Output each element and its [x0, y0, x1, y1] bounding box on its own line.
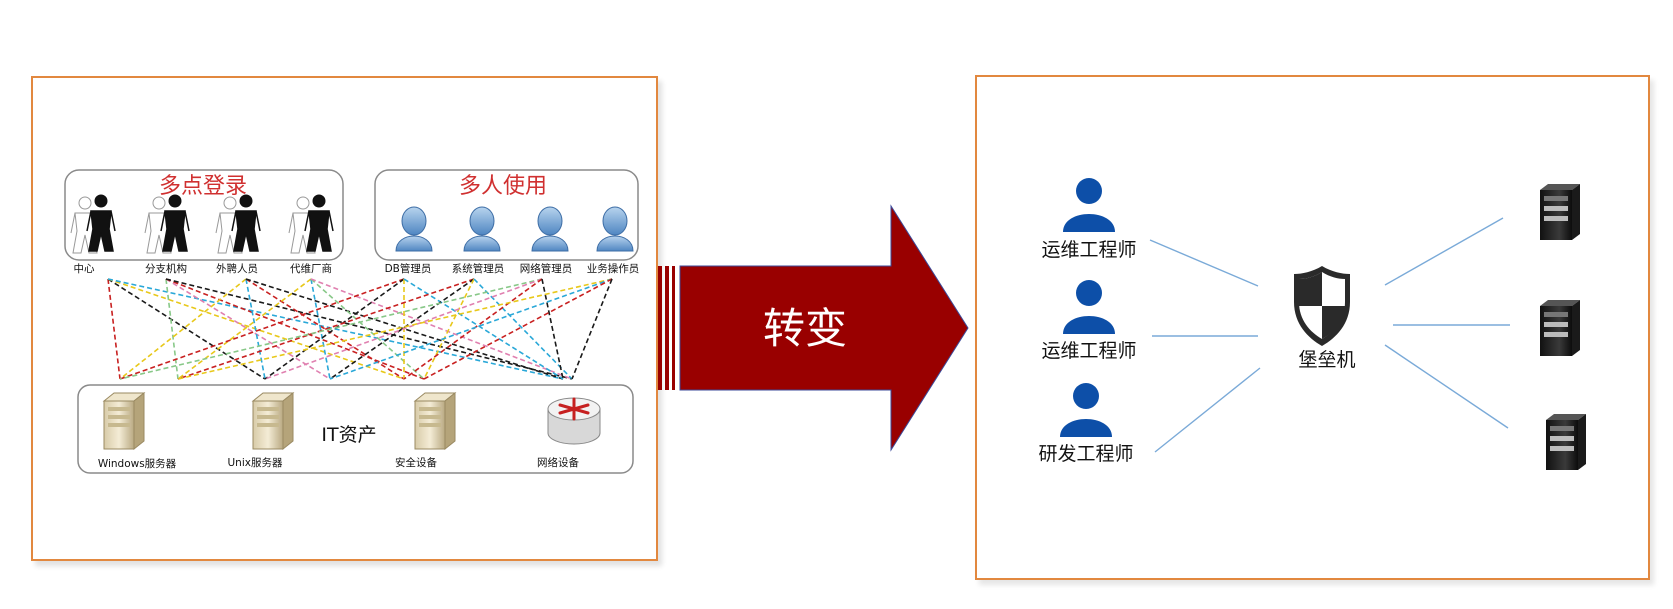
person-icon: [304, 194, 334, 252]
asset-label-3: 网络设备: [537, 456, 579, 469]
dashed-link: [264, 278, 543, 380]
dashed-link: [245, 278, 266, 380]
dashed-link: [423, 278, 613, 380]
dashed-link: [245, 278, 564, 380]
dashed-link: [403, 278, 564, 380]
db-user-icon: [395, 206, 433, 252]
transform-arrow: 转变: [658, 204, 969, 452]
asset-label-2: 安全设备: [395, 456, 437, 469]
dashed-link: [165, 278, 179, 380]
blue-user-group: [395, 206, 634, 252]
asset-title: IT资产: [321, 424, 376, 446]
dashed-link: [473, 278, 573, 380]
user-label-1: 分支机构: [145, 262, 187, 275]
bastion-links: [1149, 217, 1510, 453]
shield-icon: [1294, 266, 1350, 346]
dashed-connections: [107, 278, 613, 380]
asset-label-0: Windows服务器: [98, 457, 177, 470]
user-label-0: 中心: [74, 262, 95, 275]
server-icon: [1540, 184, 1580, 240]
dashed-link: [107, 278, 121, 380]
server-icon: [1540, 300, 1580, 356]
engineer-group: [1060, 178, 1115, 437]
dashed-link: [165, 278, 331, 380]
asset-label-1: Unix服务器: [228, 456, 283, 469]
asset-box: [77, 384, 634, 474]
dashed-link: [165, 278, 573, 380]
engineer-label-0: 运维工程师: [1041, 239, 1136, 261]
db-user-icon: [596, 206, 634, 252]
person-icon: [160, 194, 190, 252]
user-label-6: 网络管理员: [520, 262, 573, 275]
server-icon: [1546, 414, 1586, 470]
dashed-link: [329, 278, 613, 380]
person-icon: [86, 194, 116, 252]
user-label-4: DB管理员: [385, 262, 432, 275]
person-icon: [231, 194, 261, 252]
dashed-link: [177, 278, 613, 380]
engineer-user-icon: [1060, 383, 1112, 437]
engineer-label-2: 研发工程师: [1038, 443, 1133, 465]
dashed-link: [119, 278, 405, 380]
user-label-2: 外聘人员: [216, 262, 258, 275]
group-multi-title: 多人使用: [459, 174, 547, 199]
windows-server-icon: [102, 391, 146, 451]
server-group: [1540, 184, 1586, 470]
dashed-link: [329, 278, 475, 380]
dashed-link: [310, 278, 573, 380]
dashed-link: [177, 278, 312, 380]
dashed-link: [423, 278, 475, 380]
dashed-link: [119, 278, 247, 380]
db-user-icon: [463, 206, 501, 252]
unix-server-icon: [251, 391, 295, 451]
dashed-link: [107, 278, 266, 380]
dashed-link: [119, 278, 543, 380]
dashed-link: [310, 278, 331, 380]
arrow-label: 转变: [763, 304, 847, 353]
bastion-label: 堡垒机: [1298, 349, 1355, 371]
dashed-link: [177, 278, 475, 380]
user-label-3: 代维厂商: [290, 262, 332, 275]
db-user-icon: [531, 206, 569, 252]
group-login-box: [64, 169, 344, 261]
dashed-link: [571, 278, 613, 380]
router-icon: [547, 397, 601, 445]
dashed-link: [165, 278, 425, 380]
user-label-7: 业务操作员: [587, 262, 640, 275]
dashed-link: [245, 278, 405, 380]
dashed-link: [310, 278, 425, 380]
engineer-label-1: 运维工程师: [1041, 340, 1136, 362]
engineer-user-icon: [1063, 178, 1115, 232]
group-multi-box: [374, 169, 639, 261]
engineer-user-icon: [1063, 280, 1115, 334]
stick-figure-group: [70, 194, 334, 254]
dashed-link: [264, 278, 405, 380]
dashed-link: [403, 278, 543, 380]
security-device-icon: [413, 391, 457, 451]
user-label-5: 系统管理员: [452, 262, 505, 275]
left-panel: [31, 76, 658, 561]
dashed-link: [541, 278, 564, 380]
